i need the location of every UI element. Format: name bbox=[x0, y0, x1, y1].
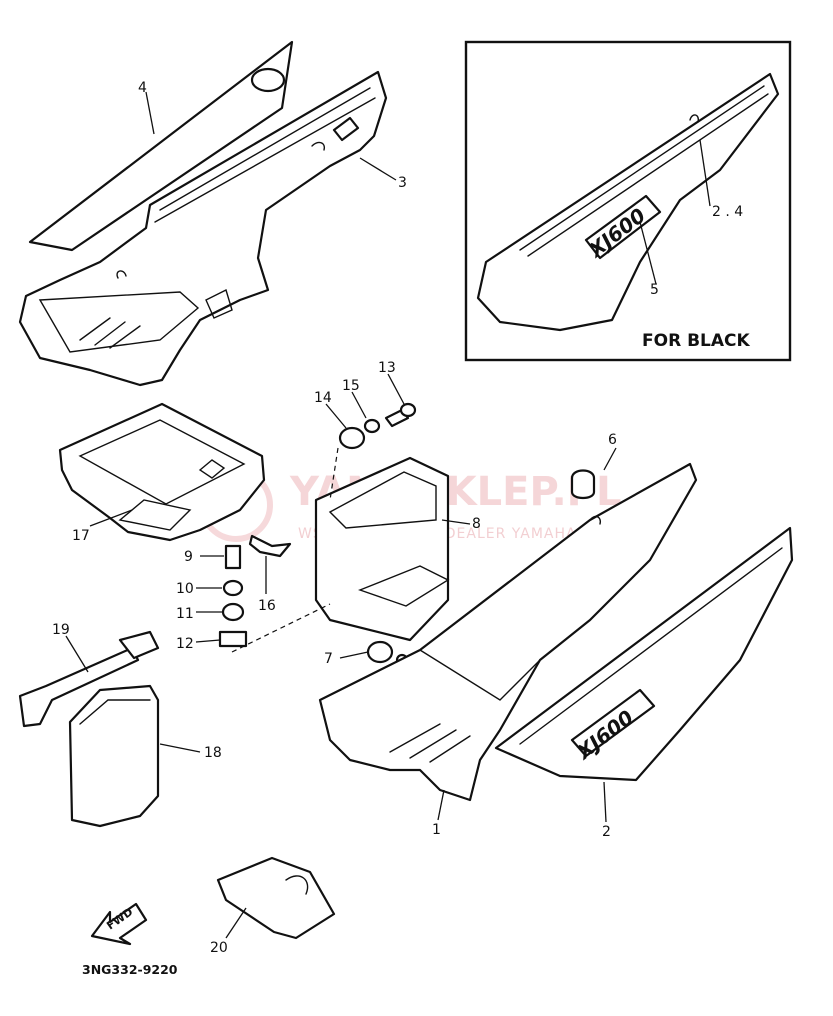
callout-20: 20 bbox=[210, 940, 228, 956]
callout-19: 19 bbox=[52, 622, 70, 638]
part-20-pad bbox=[216, 856, 336, 940]
hardware-13-14-15 bbox=[338, 402, 417, 450]
callout-8: 8 bbox=[472, 516, 481, 532]
callout-1: 1 bbox=[432, 822, 441, 838]
callout-17: 17 bbox=[72, 528, 90, 544]
assembly-dash-line bbox=[231, 603, 331, 653]
callout-16: 16 bbox=[258, 598, 276, 614]
callout-3: 3 bbox=[398, 175, 407, 191]
part-code: 3NG332-9220 bbox=[82, 962, 178, 977]
callout-2-4: 2 . 4 bbox=[712, 204, 743, 220]
fwd-arrow-icon: FWD bbox=[90, 902, 148, 946]
inset-label: FOR BLACK bbox=[642, 331, 750, 351]
callout-11: 11 bbox=[176, 606, 194, 622]
leader-lines bbox=[65, 91, 711, 939]
part-8-box-bracket bbox=[314, 456, 450, 642]
callout-10: 10 bbox=[176, 581, 194, 597]
callout-6: 6 bbox=[608, 432, 617, 448]
callout-7: 7 bbox=[324, 651, 333, 667]
callout-numbers: 4 3 2 . 4 5 13 15 14 6 17 8 9 16 10 11 1… bbox=[52, 80, 743, 956]
callout-4: 4 bbox=[138, 80, 147, 96]
callout-13: 13 bbox=[378, 360, 396, 376]
callout-14: 14 bbox=[314, 390, 332, 406]
part-2-cover-sheet: XJ600 bbox=[494, 526, 794, 782]
hardware-6-grommet bbox=[570, 469, 596, 500]
part-1-right-side-cover bbox=[318, 462, 698, 802]
callout-2: 2 bbox=[602, 824, 611, 840]
hardware-9-12-stack bbox=[218, 534, 292, 648]
part-3-left-side-cover bbox=[18, 70, 388, 387]
part-4-side-sheet bbox=[28, 40, 294, 252]
callout-5: 5 bbox=[650, 282, 659, 298]
part-18-case bbox=[68, 684, 160, 828]
part-17-battery-tray bbox=[58, 402, 266, 542]
inset-for-black: XJ600 FOR BLACK bbox=[464, 40, 792, 362]
part-19-strap bbox=[18, 630, 160, 728]
callout-9: 9 bbox=[184, 549, 193, 565]
callout-15: 15 bbox=[342, 378, 360, 394]
callout-18: 18 bbox=[204, 745, 222, 761]
callout-12: 12 bbox=[176, 636, 194, 652]
